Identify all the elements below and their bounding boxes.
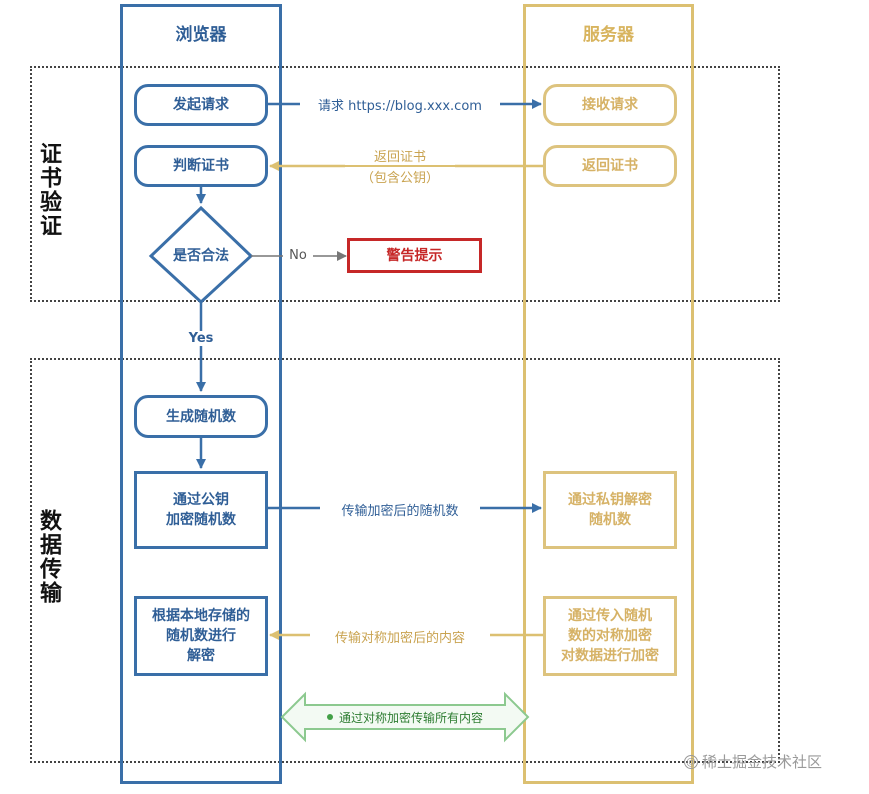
send-request-node: 发起请求 [134,84,268,126]
edge-label-return-cert-line2: （包含公钥） [345,167,455,186]
gen-random-node: 生成随机数 [134,395,268,438]
all-content-label-box: 通过对称加密传输所有内容 [305,708,505,726]
decrypt-local-line1: 根据本地存储的 [152,608,250,624]
decrypt-local-node: 根据本地存储的 随机数进行 解密 [134,596,268,676]
return-cert-label: 返回证书 [582,158,638,174]
private-decrypt-node: 通过私钥解密 随机数 [543,471,677,549]
edge-label-request: 请求 https://blog.xxx.com [300,95,500,114]
encrypt-random-node: 通过公钥 加密随机数 [134,471,268,549]
server-lane [523,4,694,784]
warning-label: 警告提示 [386,247,443,264]
return-cert-node: 返回证书 [543,145,677,187]
gen-random-label: 生成随机数 [166,408,236,425]
browser-lane [120,4,282,784]
private-decrypt-line2: 随机数 [589,512,631,528]
private-decrypt-line1: 通过私钥解密 [568,492,652,508]
edge-label-no: No [283,248,313,263]
edge-label-return-cert-line1: 返回证书 [345,146,455,165]
sym-encrypt-node: 通过传入随机 数的对称加密 对数据进行加密 [543,596,677,676]
watermark: @ 稀土掘金技术社区 [684,751,822,772]
decrypt-local-line2: 随机数进行 [166,628,236,644]
sym-encrypt-line2: 数的对称加密 [568,628,652,644]
warning-node: 警告提示 [347,238,482,273]
sym-encrypt-line3: 对数据进行加密 [561,648,659,664]
cert-verification-section [30,66,780,302]
data-transfer-section [30,358,780,763]
edge-label-yes: Yes [181,331,221,346]
server-lane-title: 服务器 [583,25,634,45]
browser-lane-title: 浏览器 [175,25,227,45]
judge-cert-node: 判断证书 [134,145,268,187]
judge-cert-label: 判断证书 [173,158,229,174]
watermark-text: 稀土掘金技术社区 [702,753,823,771]
section-label-transfer: 数据传输 [36,509,61,605]
sym-encrypt-line1: 通过传入随机 [568,608,652,624]
watermark-at-icon: @ [684,754,698,769]
edge-label-send-encrypted-content: 传输对称加密后的内容 [310,627,490,646]
send-request-label: 发起请求 [173,97,229,113]
is-valid-label: 是否合法 [173,248,229,264]
edge-label-send-encrypted-random: 传输加密后的随机数 [320,500,480,519]
receive-request-label: 接收请求 [582,97,638,113]
encrypt-random-line2: 加密随机数 [166,512,236,528]
green-bullet-icon [326,714,333,720]
is-valid-label-box: 是否合法 [151,242,251,270]
section-label-cert: 证书验证 [36,142,61,238]
encrypt-random-line1: 通过公钥 [173,492,229,508]
decrypt-local-line3: 解密 [187,648,215,664]
all-content-label: 通过对称加密传输所有内容 [338,710,483,725]
receive-request-node: 接收请求 [543,84,677,126]
